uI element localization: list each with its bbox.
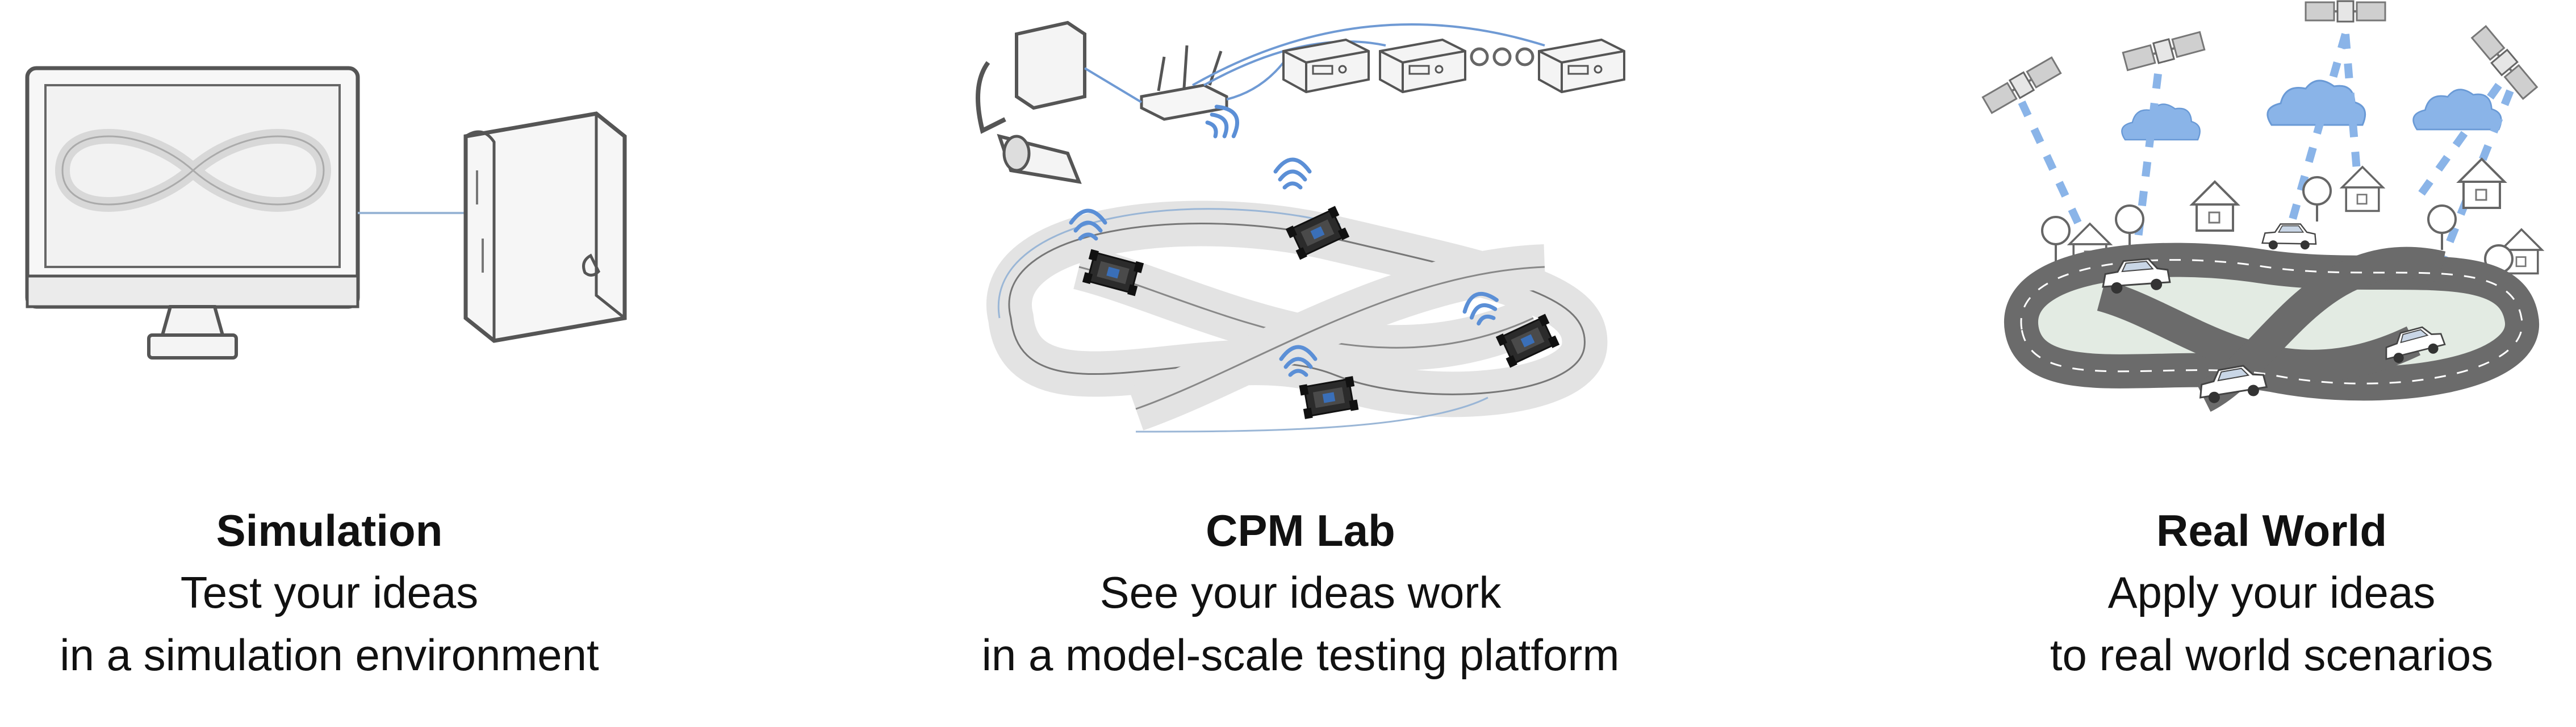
simulation-title: Simulation	[216, 505, 443, 555]
house-icon	[2341, 166, 2384, 212]
lab-track	[986, 200, 1608, 433]
real-world-title: Real World	[2156, 505, 2387, 555]
cpm-lab-illustration	[976, 20, 1625, 433]
sim-track	[55, 129, 332, 212]
simulation-line-1: Test your ideas	[180, 567, 479, 617]
compute-module-icon	[1379, 39, 1466, 93]
monitor-icon	[25, 66, 360, 360]
simulation-caption: Simulation Test your ideas in a simulati…	[0, 500, 659, 686]
compute-module-icon	[1538, 39, 1625, 93]
router-icon	[1140, 45, 1244, 144]
cloud-icon	[2121, 103, 2201, 141]
server-icon	[463, 111, 627, 343]
ellipsis-icon	[1470, 47, 1534, 66]
cpm-lab-title: CPM Lab	[1206, 505, 1395, 555]
real-world-illustration	[1981, 0, 2543, 412]
satellite-icon	[2121, 30, 2206, 73]
cpm-lab-line-2: in a model-scale testing platform	[981, 630, 1620, 680]
camera-icon	[976, 20, 1086, 184]
road-track	[2004, 243, 2539, 412]
simulation-illustration	[25, 66, 627, 360]
satellite-icon	[2305, 0, 2386, 23]
house-icon	[2458, 158, 2506, 209]
cpm-lab-line-1: See your ideas work	[1099, 567, 1502, 617]
simulation-line-2: in a simulation environment	[60, 630, 599, 680]
car-icon	[2261, 223, 2317, 250]
tree-icon	[2302, 176, 2332, 223]
tree-icon	[2115, 204, 2144, 251]
cpm-lab-caption: CPM Lab See your ideas work in a model-s…	[852, 500, 1749, 686]
wireless-icon	[1276, 160, 1310, 187]
house-icon	[2191, 181, 2239, 232]
satellite-icon	[2470, 24, 2539, 101]
real-world-line-2: to real world scenarios	[2050, 630, 2494, 680]
real-world-line-1: Apply your ideas	[2107, 567, 2436, 617]
tree-icon	[2041, 216, 2071, 262]
real-world-caption: Real World Apply your ideas to real worl…	[1942, 500, 2576, 686]
tree-icon	[2427, 204, 2457, 251]
